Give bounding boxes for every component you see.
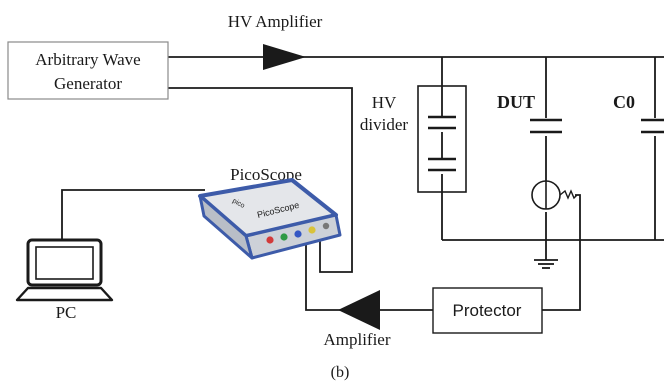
wires (61, 56, 664, 311)
amplifier-to-scope-wire (305, 242, 340, 311)
hv-divider-label-line2: divider (360, 115, 408, 134)
scope-port-ext (322, 222, 330, 230)
awg-to-scope-wire (168, 87, 353, 273)
scope-port-blue (294, 230, 302, 238)
hv-divider-box (417, 85, 467, 193)
pc-to-scope-wire (61, 189, 205, 240)
protector-box: Protector (432, 287, 543, 334)
ground-icon (534, 259, 558, 269)
scope-port-yellow (308, 226, 316, 234)
dut-label: DUT (497, 92, 535, 112)
hv-amplifier-label: HV Amplifier (228, 12, 323, 31)
awg-label-line2: Generator (54, 74, 122, 93)
arbitrary-wave-generator-box: Arbitrary Wave Generator (7, 41, 169, 100)
awg-label-line1: Arbitrary Wave (35, 50, 140, 69)
hv-divider-label-line1: HV (372, 93, 397, 112)
scope-port-green (280, 233, 288, 241)
current-probe-icon (531, 180, 578, 210)
probe-to-protector-wire (542, 194, 581, 311)
laptop-icon (15, 238, 114, 302)
scope-port-red (266, 236, 274, 244)
c0-capacitor-icon (641, 118, 664, 136)
amplifier-label: Amplifier (323, 330, 390, 349)
hv-amplifier-symbol-icon (263, 44, 306, 70)
picoscope-label: PicoScope (230, 165, 302, 184)
usb-oscilloscope-icon: PicoScope pico (198, 178, 342, 260)
c0-label: C0 (613, 92, 635, 112)
dut-capacitor-icon (530, 118, 562, 136)
amplifier-symbol-icon (338, 290, 380, 330)
protector-label: Protector (453, 301, 522, 320)
figure-caption: (b) (331, 364, 350, 381)
pc-label: PC (56, 303, 77, 322)
